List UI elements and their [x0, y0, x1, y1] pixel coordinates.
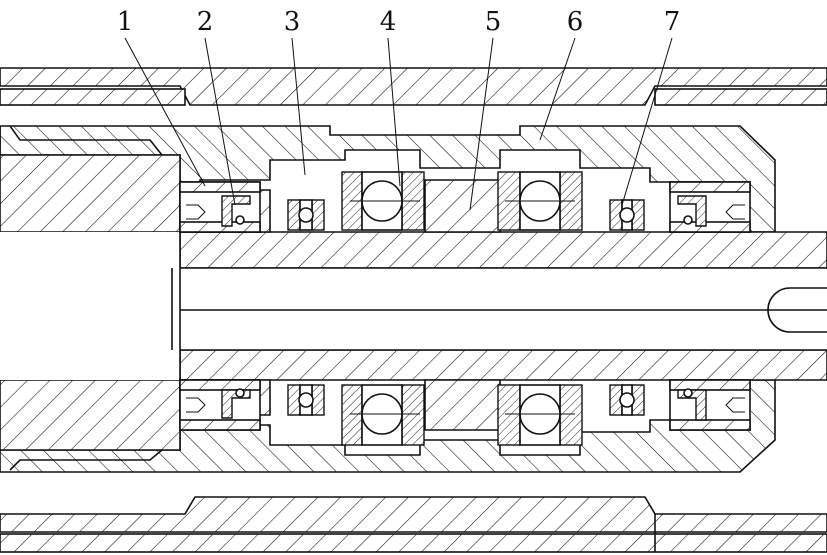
ball-bearing-left-bottom [341, 384, 425, 446]
small-bearing-left-bottom [287, 384, 325, 416]
ball-bearing-left-top [341, 171, 425, 231]
seal-assembly-right-bottom [669, 379, 751, 431]
seal-assembly-right-top [669, 181, 751, 233]
small-bearing-right-bottom [609, 384, 645, 416]
callout-2: 2 [197, 7, 214, 37]
callout-4: 4 [380, 7, 397, 37]
leader-lines [124, 37, 673, 211]
callout-5: 5 [485, 7, 502, 37]
callout-6: 6 [567, 7, 584, 37]
outer-tube-bottom [0, 496, 827, 553]
outer-tube-top [0, 67, 827, 106]
left-end-details [0, 125, 163, 471]
seal-assembly-left-top [179, 181, 261, 233]
small-bearing-left-top [287, 199, 325, 231]
callout-7: 7 [664, 7, 681, 37]
callout-3: 3 [284, 7, 301, 37]
callout-labels: 1 2 3 4 5 6 7 [117, 7, 681, 37]
seal-assembly-left-bottom [179, 379, 261, 431]
ball-bearing-right-bottom [497, 384, 583, 446]
small-bearing-right-top [609, 199, 645, 231]
ball-bearing-right-top [497, 171, 583, 231]
callout-1: 1 [117, 7, 134, 37]
